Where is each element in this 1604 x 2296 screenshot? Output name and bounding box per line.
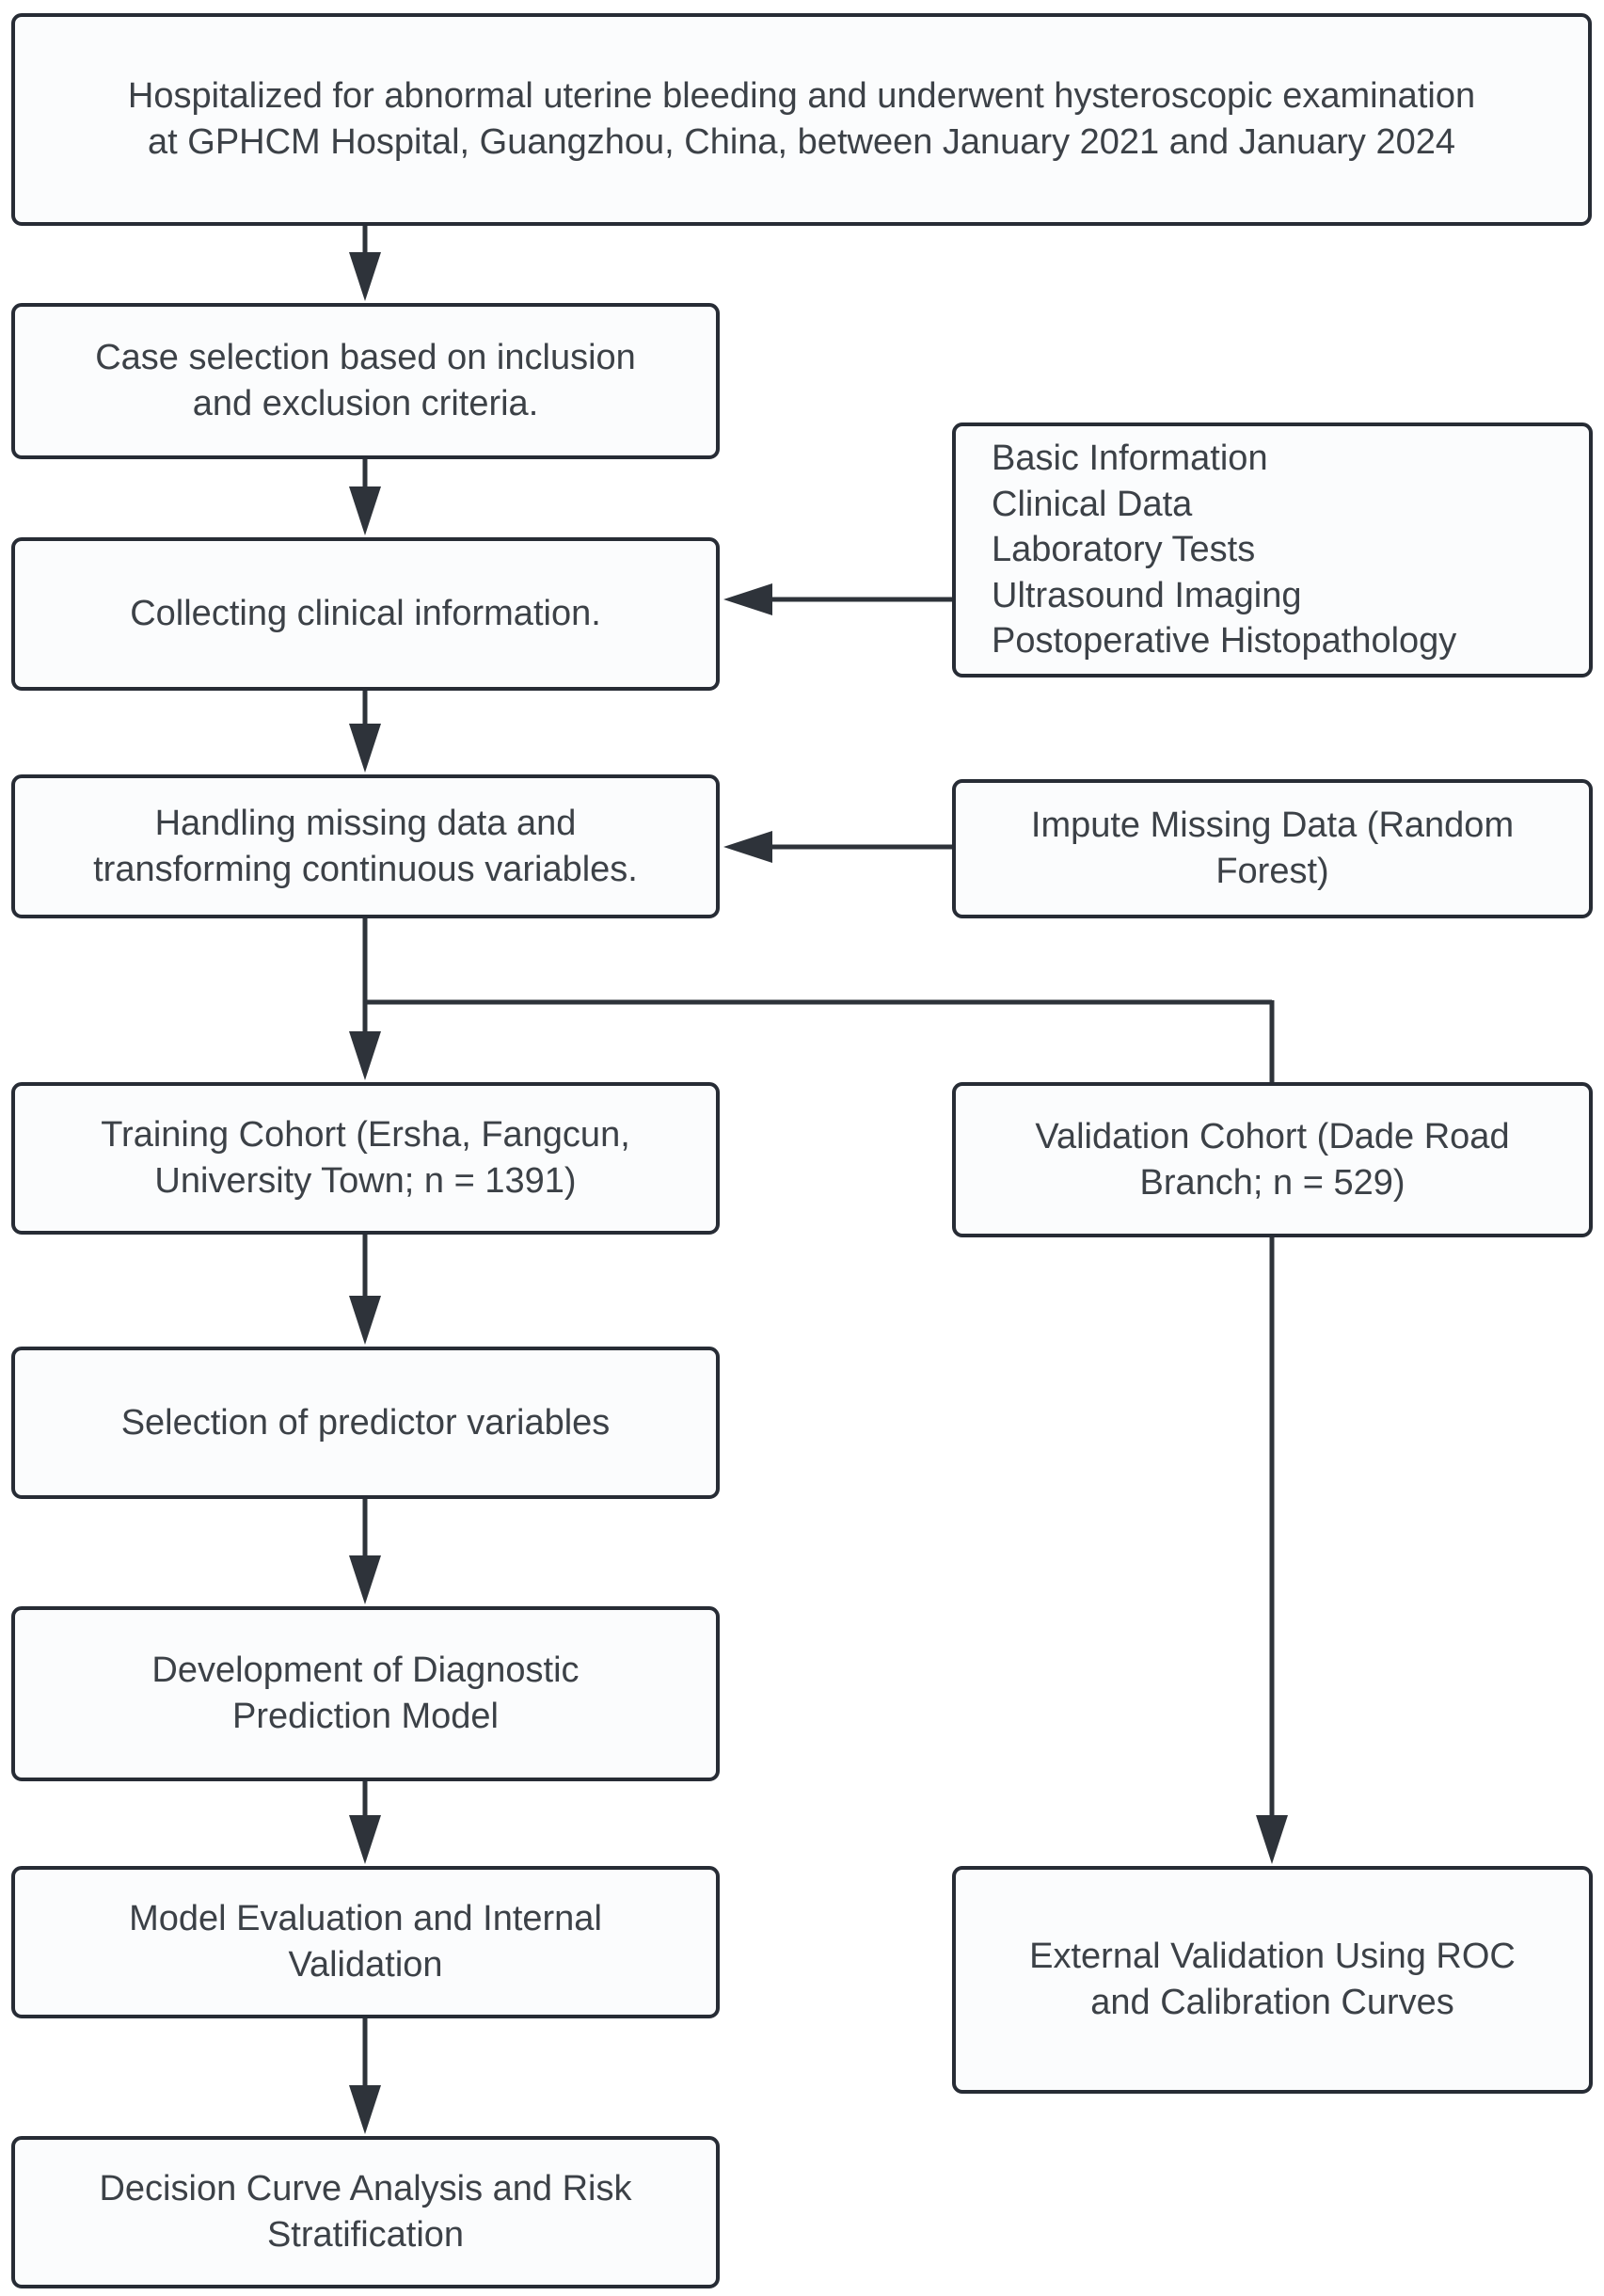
arrow-impute-to-missing-data xyxy=(723,831,952,863)
arrow-validation-cohort-to-external-validation xyxy=(1256,1237,1288,1864)
node-training-cohort-line-2: University Town; n = 1391) xyxy=(154,1161,577,1201)
node-training-cohort: Training Cohort (Ersha, Fangcun, Univers… xyxy=(11,1082,720,1235)
node-missing-data: Handling missing data and transforming c… xyxy=(11,774,720,918)
node-admission-line-2: at GPHCM Hospital, Guangzhou, China, bet… xyxy=(148,122,1455,162)
node-case-selection-line-2: and exclusion criteria. xyxy=(192,384,539,423)
node-admission: Hospitalized for abnormal uterine bleedi… xyxy=(11,13,1592,226)
node-model-development: Development of Diagnostic Prediction Mod… xyxy=(11,1606,720,1781)
node-model-development-line-1: Development of Diagnostic xyxy=(151,1650,580,1691)
arrow-case-selection-to-collecting xyxy=(349,459,381,535)
node-data-sources-line-1: Basic Information xyxy=(992,438,1268,478)
node-case-selection-line-1: Case selection based on inclusion xyxy=(95,338,636,378)
node-collecting-info: Collecting clinical information. xyxy=(11,537,720,691)
arrow-admission-to-case-selection xyxy=(349,226,381,301)
node-validation-cohort-line-1: Validation Cohort (Dade Road xyxy=(1035,1116,1510,1156)
node-internal-validation-line-2: Validation xyxy=(288,1945,443,1985)
arrow-training-to-predictor-selection xyxy=(349,1235,381,1345)
node-predictor-selection-line-1: Selection of predictor variables xyxy=(120,1402,611,1443)
arrow-internal-validation-to-dca xyxy=(349,2018,381,2134)
arrow-data-sources-to-collecting xyxy=(723,583,952,615)
node-internal-validation-line-1: Model Evaluation and Internal xyxy=(129,1899,602,1939)
node-model-development-line-2: Prediction Model xyxy=(231,1697,500,1736)
node-data-sources-line-2: Clinical Data xyxy=(992,484,1193,524)
node-data-sources-line-4: Ultrasound Imaging xyxy=(992,575,1302,615)
node-impute-line-2: Forest) xyxy=(1215,852,1329,891)
node-data-sources-line-3: Laboratory Tests xyxy=(992,530,1256,570)
node-dca: Decision Curve Analysis and Risk Stratif… xyxy=(11,2136,720,2288)
node-impute-line-1: Impute Missing Data (Random xyxy=(1030,805,1515,846)
node-dca-line-1: Decision Curve Analysis and Risk xyxy=(99,2169,632,2209)
node-validation-cohort-line-2: Branch; n = 529) xyxy=(1139,1162,1405,1203)
node-dca-line-2: Stratification xyxy=(266,2215,465,2255)
node-data-sources-line-5: Postoperative Histopathology xyxy=(992,621,1457,662)
node-collecting-info-line-1: Collecting clinical information. xyxy=(130,594,601,634)
arrow-missing-data-to-training-cohort xyxy=(349,918,381,1080)
node-data-sources: Basic Information Clinical Data Laborato… xyxy=(952,423,1593,678)
connector-branch-to-validation-cohort xyxy=(363,999,1275,1082)
node-external-validation-line-2: and Calibration Curves xyxy=(1090,1983,1454,2022)
arrow-predictor-selection-to-development xyxy=(349,1499,381,1604)
node-impute: Impute Missing Data (Random Forest) xyxy=(952,779,1593,918)
arrow-collecting-to-missing-data xyxy=(349,691,381,773)
node-validation-cohort: Validation Cohort (Dade Road Branch; n =… xyxy=(952,1082,1593,1237)
node-missing-data-line-2: transforming continuous variables. xyxy=(93,849,638,889)
node-missing-data-line-1: Handling missing data and xyxy=(154,803,577,843)
node-case-selection: Case selection based on inclusion and ex… xyxy=(11,303,720,459)
node-internal-validation: Model Evaluation and Internal Validation xyxy=(11,1866,720,2018)
arrow-development-to-internal-validation xyxy=(349,1781,381,1864)
node-predictor-selection: Selection of predictor variables xyxy=(11,1347,720,1499)
node-external-validation-line-1: External Validation Using ROC xyxy=(1029,1937,1516,1977)
node-training-cohort-line-1: Training Cohort (Ersha, Fangcun, xyxy=(101,1115,630,1156)
node-external-validation: External Validation Using ROC and Calibr… xyxy=(952,1866,1593,2094)
node-admission-line-1: Hospitalized for abnormal uterine bleedi… xyxy=(127,76,1476,117)
